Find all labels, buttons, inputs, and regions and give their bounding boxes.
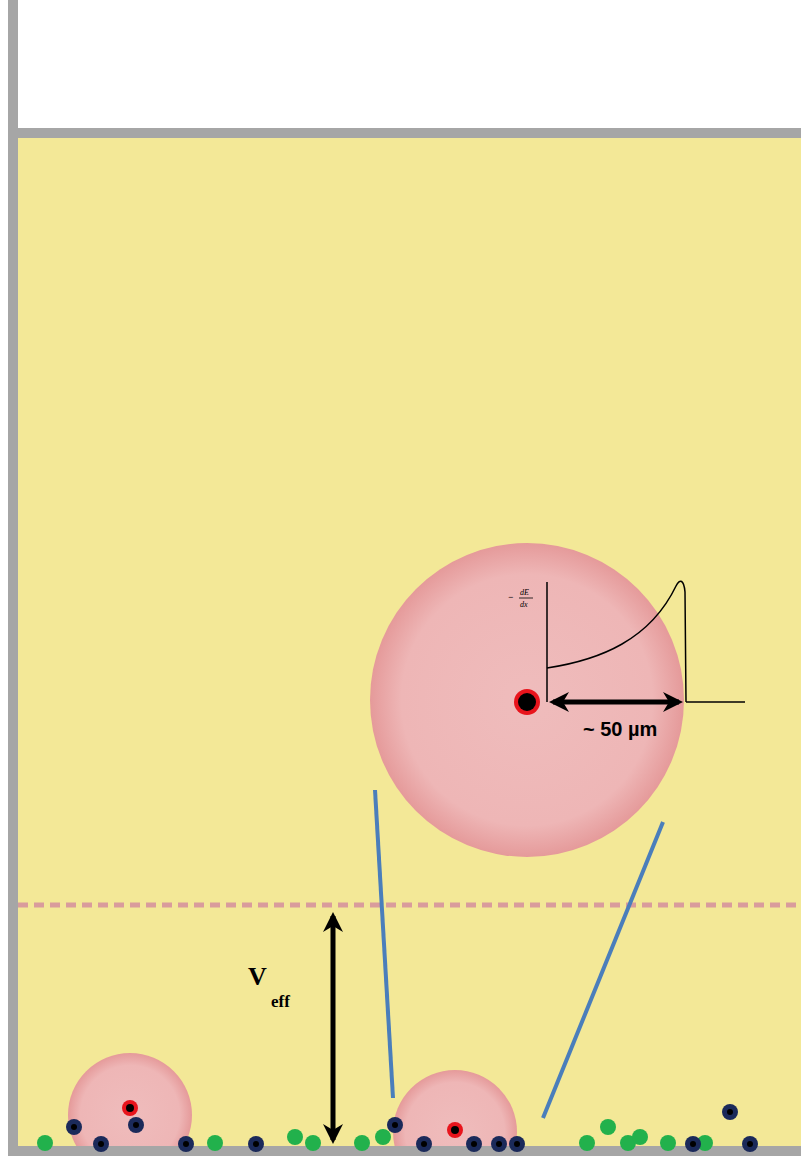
plot-axis	[686, 701, 745, 703]
range-sphere	[68, 1053, 192, 1146]
navy-dots	[66, 1104, 758, 1152]
axis-numerator: dE	[520, 588, 529, 597]
fraction-bar	[519, 598, 533, 599]
range-label: ~ 50 µm	[583, 718, 657, 741]
bragg-curve	[547, 581, 686, 702]
emitter-dots	[122, 1100, 463, 1138]
liquid-surface	[18, 128, 801, 138]
emitter-ring	[514, 689, 540, 715]
container-bottom	[8, 1146, 801, 1156]
range-sphere	[393, 1070, 517, 1146]
zoom-line	[375, 790, 393, 1098]
range-arrow	[553, 700, 679, 705]
container-wall	[8, 0, 18, 1156]
green-dots	[37, 1119, 713, 1151]
volume-subscript: eff	[271, 992, 290, 1012]
emitter-core	[518, 693, 536, 711]
volume-symbol: V	[248, 962, 267, 992]
zoom-line	[543, 822, 663, 1118]
effective-volume-line	[18, 903, 801, 908]
axis-denominator: dx	[520, 600, 528, 609]
plot-axis	[546, 582, 548, 702]
axis-sign: −	[508, 592, 513, 602]
veff-arrow	[331, 916, 336, 1140]
liquid	[18, 138, 801, 1146]
range-sphere-zoom	[370, 543, 684, 857]
